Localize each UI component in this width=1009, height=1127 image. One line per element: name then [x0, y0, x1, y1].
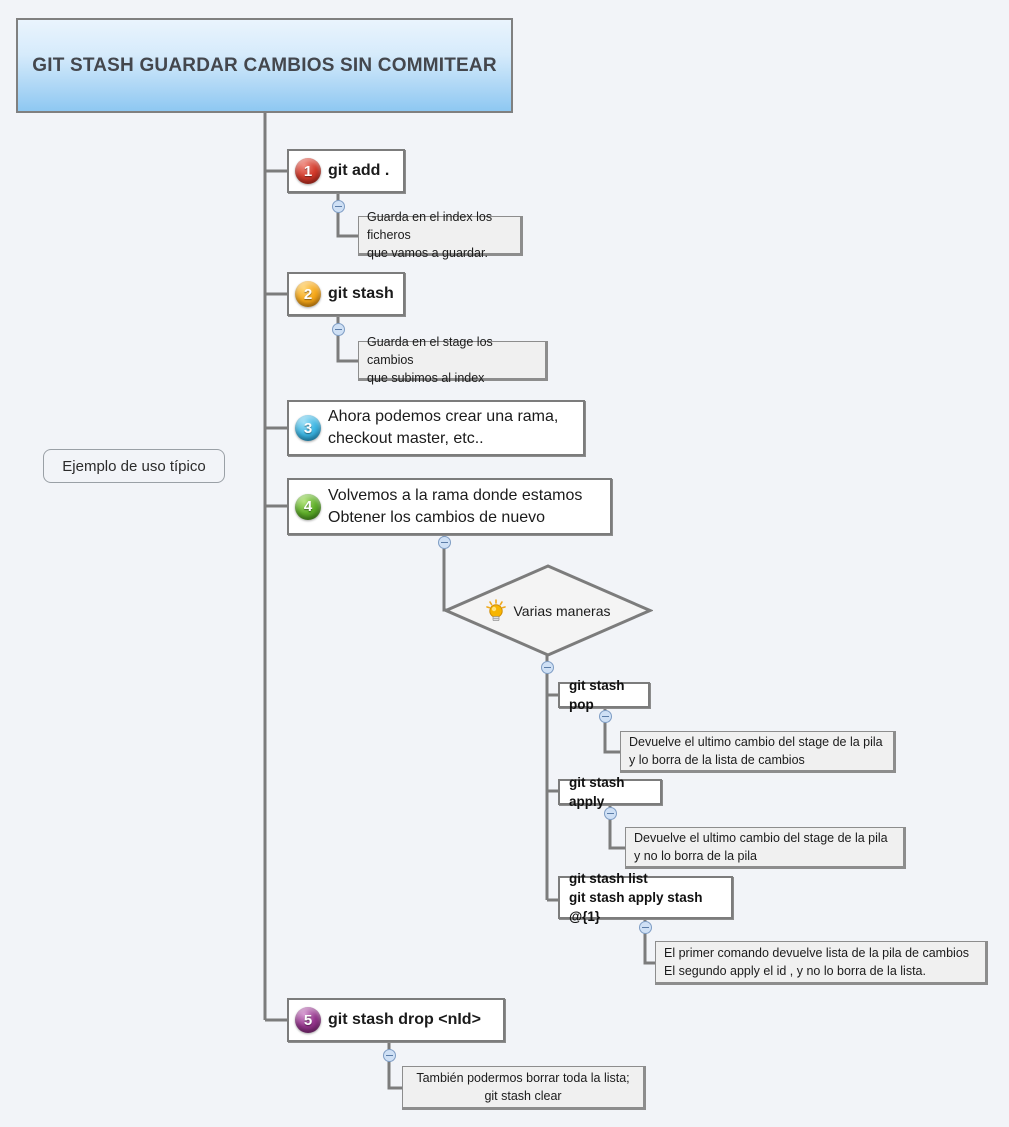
step-label-5: git stash drop <nId>: [328, 1011, 481, 1028]
collapse-toggle-step-1[interactable]: [332, 200, 345, 213]
step-label-1: git add .: [328, 162, 390, 179]
command-node-2[interactable]: git stash apply: [558, 775, 662, 809]
step-badge-2: 2: [295, 281, 321, 307]
collapse-toggle-command-3[interactable]: [639, 921, 652, 934]
lightbulb-icon: [486, 598, 507, 621]
step-node-1[interactable]: 1 git add .: [287, 149, 405, 193]
collapse-toggle-step-5[interactable]: [383, 1049, 396, 1062]
collapse-toggle-decision[interactable]: [541, 661, 554, 674]
note-text-command-2: Devuelve el ultimo cambio del stage de l…: [634, 831, 888, 863]
decision-node[interactable]: Varias maneras: [443, 563, 653, 658]
note-node-command-2[interactable]: Devuelve el ultimo cambio del stage de l…: [625, 827, 906, 869]
step-label-3: Ahora podemos crear una rama, checkout m…: [328, 408, 559, 447]
collapse-toggle-command-1[interactable]: [599, 710, 612, 723]
step-node-3[interactable]: 3 Ahora podemos crear una rama, checkout…: [287, 400, 585, 456]
step-node-5[interactable]: 5 git stash drop <nId>: [287, 998, 505, 1042]
example-tag-node[interactable]: Ejemplo de uso típico: [43, 449, 225, 483]
step-badge-4: 4: [295, 493, 321, 520]
example-tag-label: Ejemplo de uso típico: [62, 457, 206, 475]
step-label-2: git stash: [328, 285, 394, 302]
decision-diamond-shape: [443, 564, 653, 657]
step-node-4[interactable]: 4 Volvemos a la rama donde estamos Obten…: [287, 478, 612, 535]
collapse-toggle-step-2[interactable]: [332, 323, 345, 336]
step-badge-1: 1: [295, 158, 321, 184]
command-label-2: git stash apply: [569, 775, 625, 809]
step-badge-5: 5: [295, 1007, 321, 1033]
note-node-command-1[interactable]: Devuelve el ultimo cambio del stage de l…: [620, 731, 896, 773]
root-node[interactable]: GIT STASH GUARDAR CAMBIOS SIN COMMITEAR: [16, 18, 513, 113]
command-label-1: git stash pop: [569, 678, 625, 712]
collapse-toggle-command-2[interactable]: [604, 807, 617, 820]
step-node-2[interactable]: 2 git stash: [287, 272, 405, 316]
note-text-command-3: El primer comando devuelve lista de la p…: [664, 946, 970, 978]
step-label-4: Volvemos a la rama donde estamos Obtener…: [328, 486, 583, 526]
command-label-3: git stash list git stash apply stash @{1…: [569, 871, 703, 924]
note-node-step-2[interactable]: Guarda en el stage los cambios que subim…: [358, 335, 548, 385]
note-text-command-1: Devuelve el ultimo cambio del stage de l…: [629, 735, 883, 767]
note-node-step-1[interactable]: Guarda en el index los ficheros que vamo…: [358, 210, 523, 260]
note-text-step-1: Guarda en el index los ficheros que vamo…: [367, 210, 493, 260]
command-node-1[interactable]: git stash pop: [558, 678, 650, 712]
root-title: GIT STASH GUARDAR CAMBIOS SIN COMMITEAR: [32, 55, 497, 76]
collapse-toggle-step-4[interactable]: [438, 536, 451, 549]
command-node-3[interactable]: git stash list git stash apply stash @{1…: [558, 871, 733, 924]
note-text-step-5: También podermos borrar toda la lista; g…: [416, 1071, 630, 1103]
step-badge-3: 3: [295, 415, 321, 441]
decision-label: Varias maneras: [513, 602, 611, 619]
note-text-step-2: Guarda en el stage los cambios que subim…: [367, 335, 493, 385]
note-node-command-3[interactable]: El primer comando devuelve lista de la p…: [655, 941, 988, 985]
note-node-step-5[interactable]: También podermos borrar toda la lista; g…: [402, 1066, 646, 1110]
